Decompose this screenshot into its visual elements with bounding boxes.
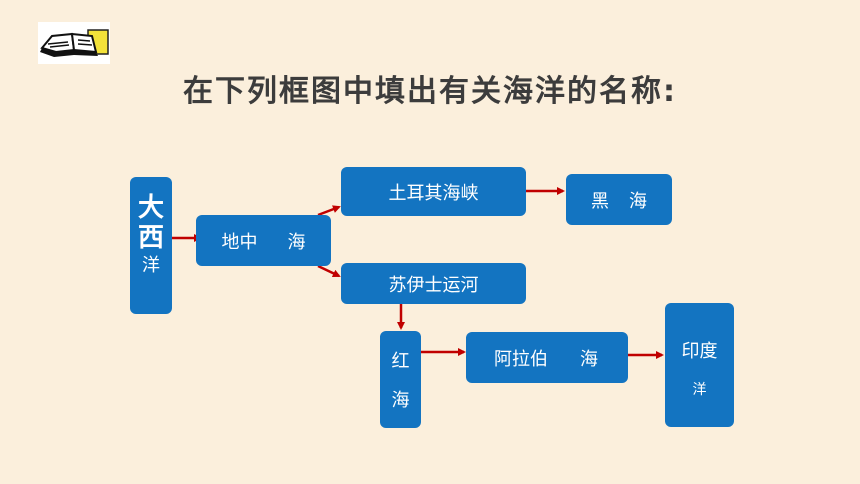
- turkish-straits-box: 土耳其海峡: [341, 167, 526, 216]
- atlantic-ocean-box: 大 西 洋: [130, 177, 172, 314]
- arabian-sea-label-part2: 海: [580, 348, 598, 370]
- book-logo-icon: [38, 22, 110, 64]
- mediterranean-label-part2: 海: [287, 231, 306, 253]
- arabian-sea-label-part1: 阿拉伯: [494, 348, 548, 370]
- indian-ocean-box: 印度 洋: [665, 303, 734, 427]
- arrow-mediterranean-to-turkish: [317, 205, 341, 217]
- suez-canal-box: 苏伊士运河: [341, 263, 526, 304]
- atlantic-char-1: 大: [137, 193, 164, 223]
- red-sea-char-2: 海: [391, 389, 410, 411]
- mediterranean-sea-box: 地中 海: [196, 215, 331, 266]
- black-sea-box: 黑 海: [566, 174, 672, 225]
- indian-ocean-label-line2: 洋: [692, 382, 707, 398]
- black-sea-label-part2: 海: [629, 190, 647, 212]
- red-sea-box: 红 海: [380, 331, 421, 428]
- turkish-straits-label: 土耳其海峡: [388, 182, 479, 204]
- indian-ocean-label-line1: 印度: [681, 341, 718, 362]
- red-sea-char-1: 红: [391, 351, 410, 373]
- black-sea-label-part1: 黑: [591, 190, 609, 212]
- mediterranean-label-part1: 地中: [221, 231, 258, 253]
- arrow-mediterranean-to-suez: [317, 264, 341, 278]
- page-title: 在下列框图中填出有关海洋的名称:: [183, 74, 677, 109]
- atlantic-char-3: 洋: [142, 255, 160, 276]
- arabian-sea-box: 阿拉伯 海: [466, 332, 628, 383]
- suez-canal-label: 苏伊士运河: [388, 274, 479, 296]
- atlantic-char-2: 西: [137, 223, 164, 253]
